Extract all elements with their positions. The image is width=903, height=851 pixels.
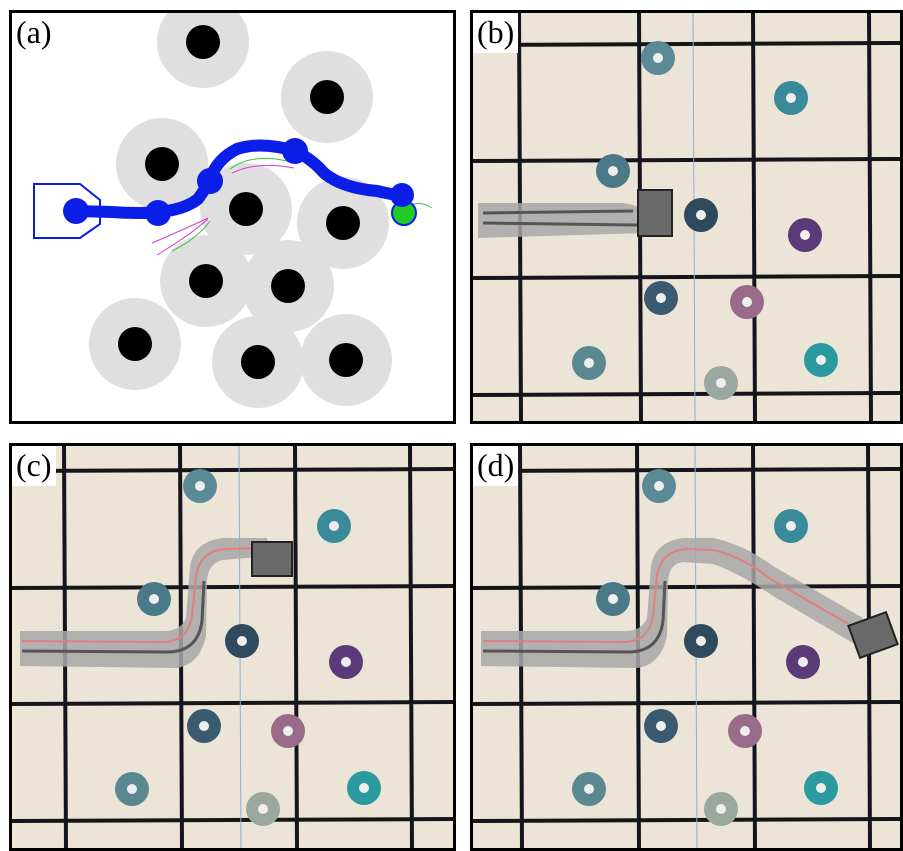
experiment-photo-end <box>473 446 900 848</box>
obstacle <box>310 80 344 114</box>
disc-obstacles <box>115 469 381 826</box>
path-waypoint <box>282 138 308 164</box>
panel-c: (c) <box>9 443 456 851</box>
path-waypoint <box>63 198 89 224</box>
path-waypoints <box>63 138 414 226</box>
obstacle <box>329 343 363 377</box>
obstacle <box>189 264 223 298</box>
obstacle <box>118 327 152 361</box>
robot <box>637 189 673 237</box>
panel-label-a: (a) <box>12 13 56 53</box>
robot <box>847 610 899 660</box>
path-waypoint <box>145 200 171 226</box>
obstacle <box>241 345 275 379</box>
panel-label-b: (b) <box>473 13 519 53</box>
obstacle <box>326 206 360 240</box>
experiment-photo-mid <box>12 446 453 848</box>
obstacle <box>229 192 263 226</box>
disc-obstacles <box>572 41 838 400</box>
panel-d: (d) <box>470 443 903 851</box>
panel-a: (a) <box>9 10 456 424</box>
obstacle <box>145 147 179 181</box>
path-waypoint <box>197 168 223 194</box>
robot-track <box>478 203 648 238</box>
panel-b: (b) <box>470 10 903 424</box>
robot <box>251 541 293 577</box>
obstacle <box>271 269 305 303</box>
start-region <box>33 183 101 239</box>
disc-obstacles <box>572 469 838 826</box>
obstacle <box>186 25 220 59</box>
robot-track <box>481 538 863 668</box>
robot-track <box>20 538 272 668</box>
panel-label-d: (d) <box>473 446 519 486</box>
exploration-traces <box>151 157 433 256</box>
obstacles <box>118 25 363 379</box>
panel-label-c: (c) <box>12 446 56 486</box>
simulation-diagram <box>33 13 433 408</box>
path-waypoint <box>390 183 414 207</box>
experiment-photo-start <box>473 13 900 421</box>
